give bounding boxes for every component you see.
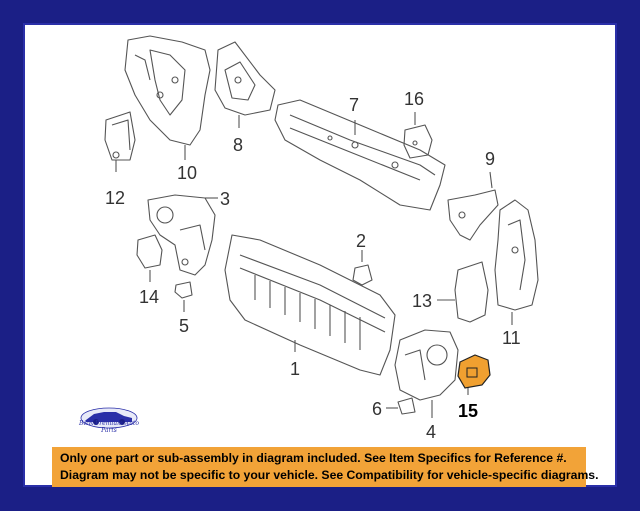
callout-9: 9 [485,149,496,169]
part-16 [403,124,433,159]
notice-line-2: Diagram may not be specific to your vehi… [60,468,599,482]
callout-10: 10 [177,163,198,183]
part-12 [104,111,136,161]
part-2 [352,264,373,286]
part-8 [214,41,276,116]
part-9 [447,189,499,241]
part-5 [174,281,193,299]
callout-16: 16 [404,89,425,109]
brand-name: B&R Premium Auto Parts [79,420,139,434]
part-11 [494,199,539,311]
part-4 [394,329,459,401]
callout-14: 14 [139,287,160,307]
notice-line-1: Only one part or sub-assembly in diagram… [60,451,567,465]
callout-3: 3 [220,189,231,209]
part-6 [397,397,416,415]
callout-2: 2 [356,231,367,251]
part-7 [274,99,446,211]
callout-4: 4 [426,422,437,442]
notice-banner: Only one part or sub-assembly in diagram… [52,447,599,487]
callout-6: 6 [372,399,383,419]
callout-7: 7 [349,95,360,115]
car-silhouette-icon [80,407,138,429]
part-3 [147,194,216,276]
part-15-highlight [457,354,491,389]
callout-8: 8 [233,135,244,155]
callout-13: 13 [412,291,433,311]
part-13 [454,261,489,323]
callout-15: 15 [458,401,479,421]
callout-11: 11 [502,328,521,348]
part-1 [224,234,396,376]
callout-12: 12 [105,188,126,208]
part-14 [136,234,163,269]
callout-1: 1 [290,359,301,379]
callout-5: 5 [179,316,190,336]
part-10 [124,35,211,146]
